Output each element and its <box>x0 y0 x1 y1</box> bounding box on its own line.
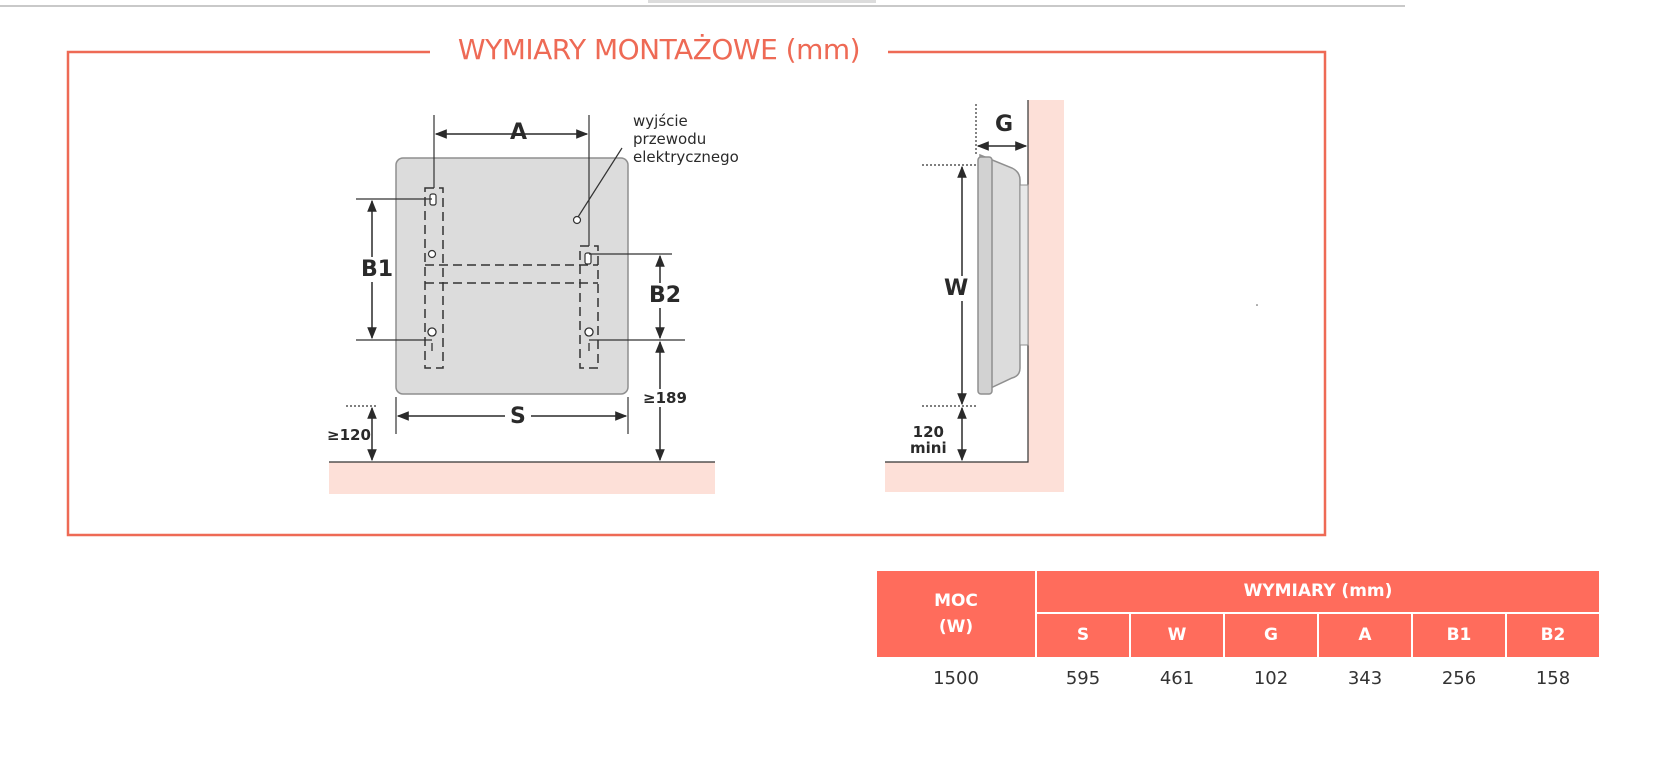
keyhole-bottom-left <box>427 327 437 351</box>
header-col-w: W <box>1129 611 1225 660</box>
stray-dot <box>1256 304 1258 306</box>
bracket-hole-left <box>427 249 437 259</box>
cable-outlet <box>572 215 582 225</box>
label-floor-distance: 120 mini <box>910 424 947 456</box>
label-floor-distance-unit: mini <box>910 439 947 457</box>
bracket-slot-top-right <box>584 252 592 265</box>
header-moc-line-1: MOC <box>934 591 978 611</box>
diagram-title: WYMIARY MONTAŻOWE (mm) <box>430 33 888 66</box>
label-w: W <box>943 276 970 301</box>
cell-g: 102 <box>1253 667 1289 689</box>
cell-b2: 158 <box>1535 667 1571 689</box>
cell-s: 595 <box>1065 667 1101 689</box>
header-col-a: A <box>1317 611 1413 660</box>
label-floor-distance-value: 120 <box>912 423 944 441</box>
header-moc: MOC (W) <box>875 569 1037 659</box>
header-wymiary: WYMIARY (mm) <box>1035 569 1601 614</box>
label-g: G <box>995 112 1014 137</box>
note-line-2: przewodu <box>633 130 707 148</box>
label-s: S <box>505 404 531 429</box>
cell-b1: 256 <box>1441 667 1477 689</box>
cell-w: 461 <box>1159 667 1195 689</box>
side-wall <box>1028 100 1064 492</box>
cell-a: 343 <box>1347 667 1383 689</box>
top-divider-line <box>0 5 1405 7</box>
cable-outlet-leader <box>577 147 623 218</box>
heater-front-panel <box>395 157 629 395</box>
label-b2: B2 <box>648 283 683 308</box>
side-floor <box>885 462 1064 492</box>
label-b1: B1 <box>360 257 395 282</box>
keyhole-bottom-right <box>584 327 594 351</box>
header-col-b1: B1 <box>1411 611 1507 660</box>
header-col-s: S <box>1035 611 1131 660</box>
table-row: 1500 595 461 102 343 256 158 <box>876 658 1600 697</box>
label-min-floor: ≥120 <box>327 426 371 444</box>
cell-moc: 1500 <box>933 667 979 689</box>
note-line-1: wyjście <box>633 112 688 130</box>
header-moc-line-2: (W) <box>938 617 974 637</box>
label-a: A <box>510 120 528 145</box>
header-col-b2: B2 <box>1505 611 1601 660</box>
front-floor <box>329 462 715 494</box>
note-line-3: elektrycznego <box>633 148 739 166</box>
header-col-g: G <box>1223 611 1319 660</box>
dimensions-table: MOC (W) WYMIARY (mm) S W G A B1 B2 1500 … <box>875 569 1601 697</box>
top-tab-indicator <box>648 0 876 3</box>
side-bracket <box>1019 184 1029 346</box>
heater-side-front <box>977 156 993 395</box>
label-min-side: ≥189 <box>643 389 687 407</box>
cable-outlet-note: wyjście przewodu elektrycznego <box>633 112 739 166</box>
